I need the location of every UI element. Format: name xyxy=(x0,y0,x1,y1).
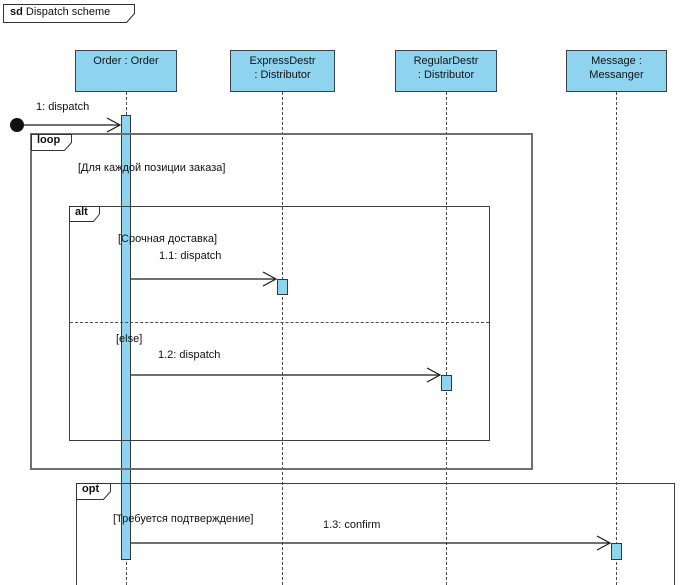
diagram-title-prefix: sd xyxy=(10,6,23,18)
alt-operator-label: alt xyxy=(75,206,88,218)
opt-guard: [Требуется подтверждение] xyxy=(113,513,254,525)
open-arrowhead-icon xyxy=(106,117,122,133)
lifeline-message xyxy=(616,92,617,585)
pentagon-shape xyxy=(3,4,135,23)
found-message-circle xyxy=(10,118,24,132)
alt-guard-else: [else] xyxy=(116,333,143,345)
pentagon-shape xyxy=(76,483,111,500)
lifeline-head-order-label: Order : Order xyxy=(93,55,159,67)
activation-order[interactable] xyxy=(121,115,131,560)
lifeline-regulardestr xyxy=(446,92,447,585)
diagram-title-tab[interactable]: sd Dispatch scheme xyxy=(3,4,135,23)
alt-operator-pentagon: alt xyxy=(69,206,100,222)
lifeline-head-regulardestr[interactable]: RegularDestr : Distributor xyxy=(395,50,497,92)
activation-regulardestr[interactable] xyxy=(441,375,452,391)
opt-operator-pentagon: opt xyxy=(76,483,111,500)
message-1-arrow xyxy=(10,117,122,133)
opt-fragment[interactable]: opt [Требуется подтверждение] xyxy=(76,483,675,585)
alt-guard-if: [Срочная доставка] xyxy=(118,233,218,245)
opt-operator-label: opt xyxy=(82,483,100,495)
alt-fragment[interactable]: alt [Срочная доставка] [else] xyxy=(69,206,490,441)
lifeline-head-regulardestr-label: RegularDestr xyxy=(413,55,479,67)
message-13-label[interactable]: 1.3: confirm xyxy=(323,519,381,531)
message-12-label[interactable]: 1.2: dispatch xyxy=(158,349,221,361)
message-11-label[interactable]: 1.1: dispatch xyxy=(159,250,222,262)
lifeline-head-expressdestr-label: ExpressDestr xyxy=(249,55,316,67)
loop-operator-pentagon: loop xyxy=(31,134,72,151)
loop-operator-label: loop xyxy=(37,134,61,146)
activation-expressdestr[interactable] xyxy=(277,279,288,295)
pentagon-shape xyxy=(69,206,100,222)
loop-guard: [Для каждой позиции заказа] xyxy=(78,162,226,174)
loop-fragment[interactable]: loop [Для каждой позиции заказа] alt [Ср… xyxy=(30,133,533,470)
activation-message[interactable] xyxy=(611,543,622,560)
diagram-title-name: Dispatch scheme xyxy=(25,6,111,18)
message-1-label[interactable]: 1: dispatch xyxy=(36,101,90,113)
lifeline-head-message-label: Message : xyxy=(591,55,642,67)
lifeline-head-order[interactable]: Order : Order xyxy=(75,50,177,92)
pentagon-shape xyxy=(31,134,72,151)
diagram-title: sd Dispatch scheme xyxy=(10,6,110,18)
lifeline-head-expressdestr[interactable]: ExpressDestr : Distributor xyxy=(230,50,335,92)
alt-else-divider xyxy=(70,322,489,323)
lifeline-expressdestr xyxy=(282,92,283,585)
lifeline-head-message[interactable]: Message : Messanger xyxy=(566,50,667,92)
